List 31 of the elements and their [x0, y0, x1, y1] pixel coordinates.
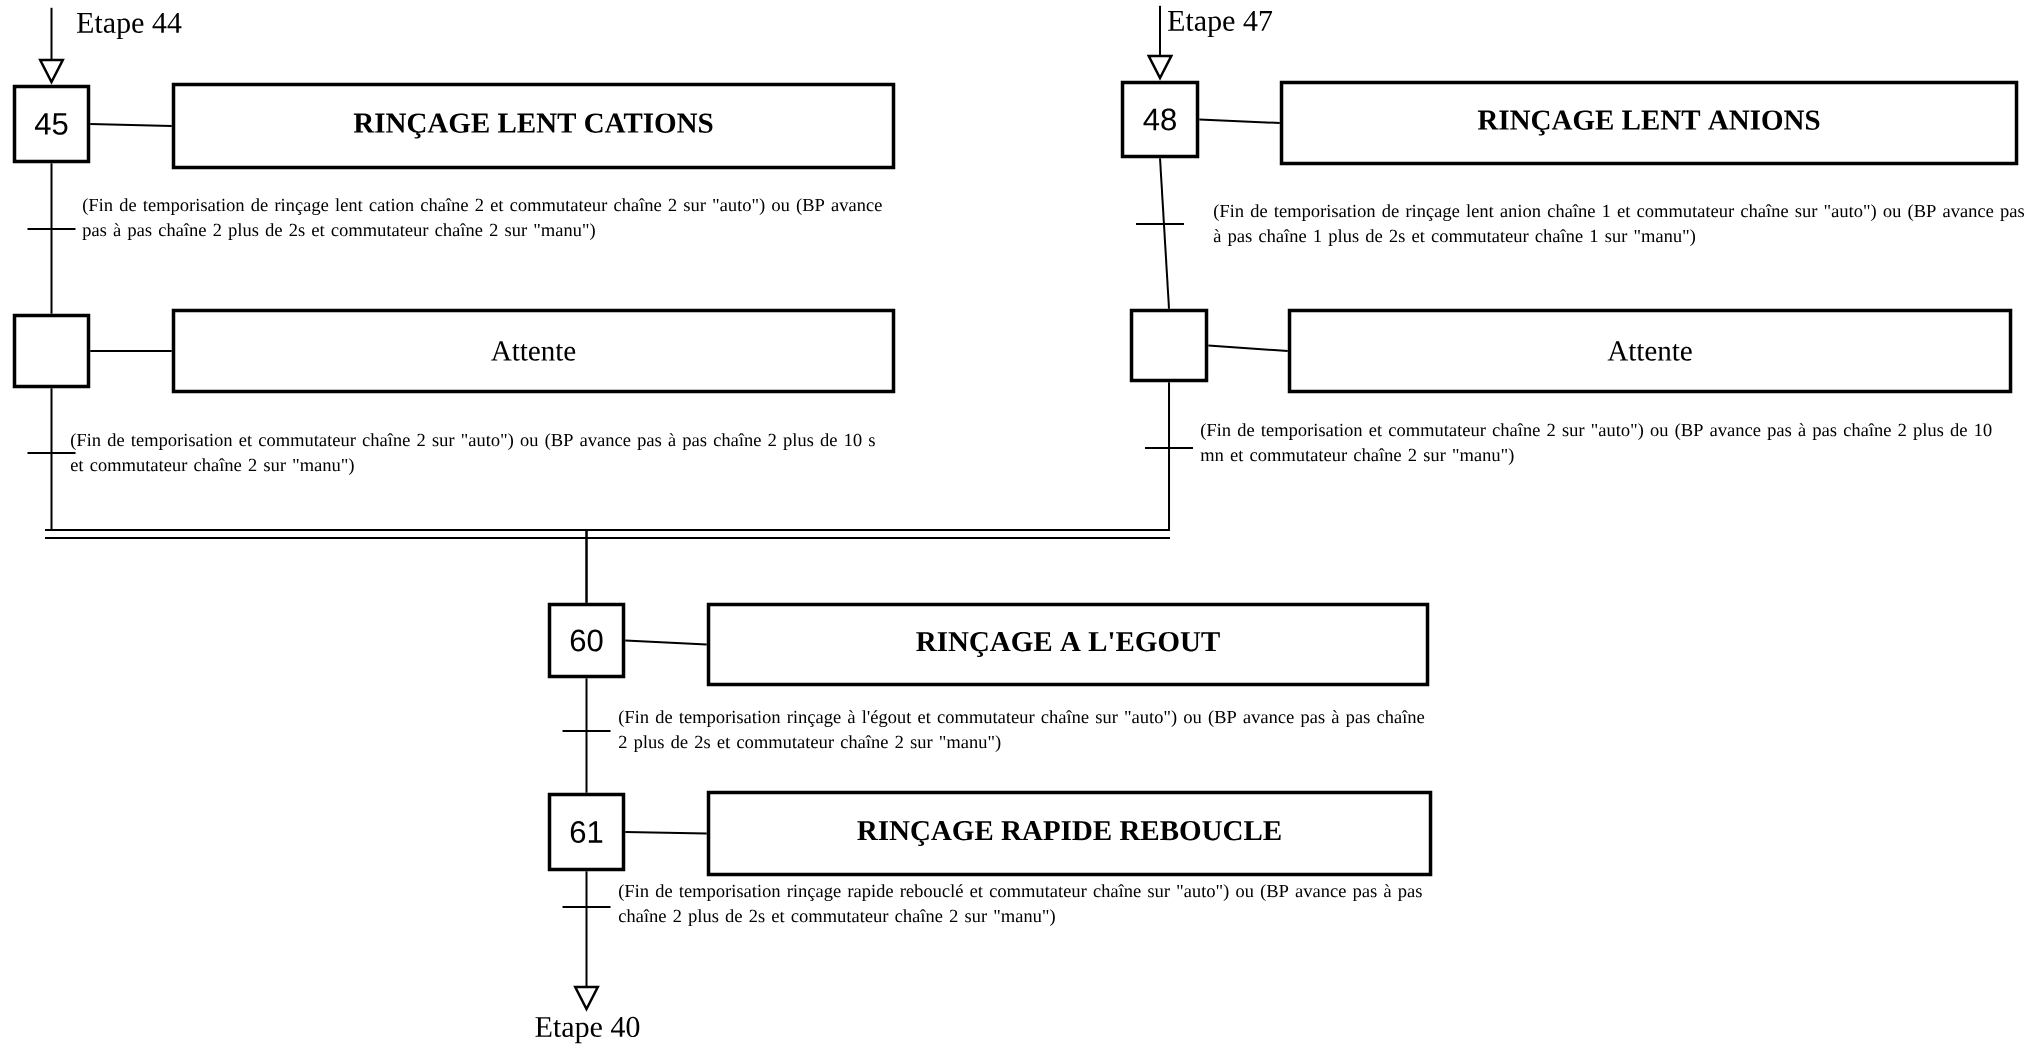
step-box: 60 [547, 602, 626, 679]
action-box: RINÇAGE LENT CATIONS [171, 82, 896, 170]
action-box: Attente [171, 308, 896, 394]
transition-condition: (Fin de temporisation rinçage à l'égout et commutateur chaîne sur "auto") ou (BP avance pas à pas chaîne 2 plus de 2s et commutateur chaîne 2 sur "manu") [619, 710, 1425, 752]
link-line [89, 350, 173, 352]
transition-condition: (Fin de temporisation de rinçage lent anion chaîne 1 et commutateur chaîne sur "auto") ou (BP avance pas à pas chaîne 1 plus de 2s et commutateur chaîne 1 sur "manu") [1213, 204, 2024, 246]
action-box: RINÇAGE RAPIDE REBOUCLE [706, 790, 1433, 877]
step-label: Etape 47 [1168, 10, 1273, 38]
link-line [1198, 118, 1281, 124]
action-box: RINÇAGE A L'EGOUT [706, 602, 1430, 687]
step-box: 48 [1120, 80, 1200, 159]
transition-condition: (Fin de temporisation et commutateur chaîne 2 sur "auto") ou (BP avance pas à pas chaîne 2 plus de 10 s et commutateur chaîne 2 sur "manu") [70, 433, 875, 475]
link-line [624, 831, 708, 835]
transition-condition: (Fin de temporisation et commutateur chaîne 2 sur "auto") ou (BP avance pas à pas chaîne 2 plus de 10 mn et commutateur chaîne 2 sur "manu") [1200, 423, 1992, 465]
connector-line [585, 381, 1170, 604]
step-box [12, 313, 91, 389]
step-box [1129, 308, 1209, 383]
step-label: Etape 44 [76, 12, 182, 40]
step-box: 61 [547, 792, 626, 872]
action-box: RINÇAGE LENT ANIONS [1279, 80, 2019, 166]
step-label: Etape 40 [535, 1016, 640, 1044]
link-line [624, 639, 708, 646]
connector-line [585, 677, 588, 794]
link-line [1207, 344, 1289, 352]
step-box: 45 [12, 84, 91, 164]
action-box: Attente [1287, 308, 2013, 394]
connector-line [1159, 157, 1170, 310]
transition-condition: (Fin de temporisation de rinçage lent cation chaîne 2 et commutateur chaîne 2 sur "auto") ou (BP avance pas à pas chaîne 2 plus de 2s et commutateur chaîne 2 sur "manu") [82, 198, 882, 240]
link-line [89, 123, 173, 127]
connector-line [50, 162, 53, 315]
transition-condition: (Fin de temporisation rinçage rapide rebouclé et commutateur chaîne sur "auto") ou (BP avance pas à pas chaîne 2 plus de 2s et commutateur chaîne 2 sur "manu") [618, 884, 1422, 926]
